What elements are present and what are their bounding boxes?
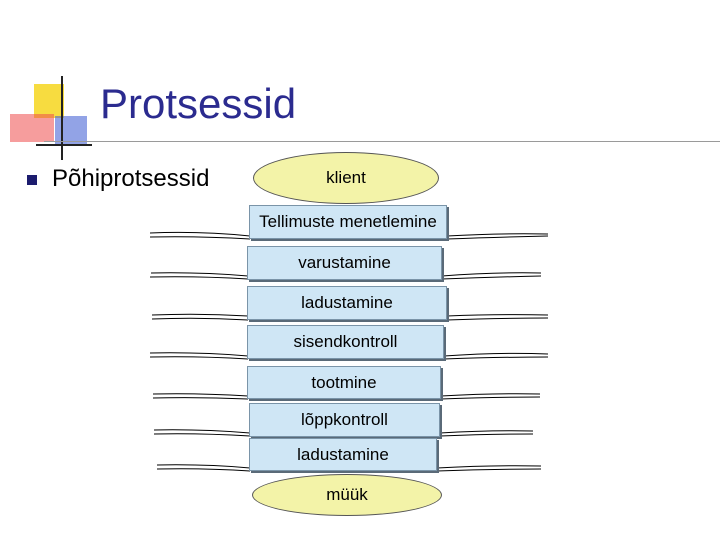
bullet-square-icon [27,175,37,185]
flow-start-klient: klient [253,152,439,204]
flow-step-storage-2: ladustamine [249,438,437,471]
slide-logo-icon [10,76,92,160]
slide-title: Protsessid [100,80,297,127]
flow-step-input-control: sisendkontroll [247,325,444,359]
flow-step-order-processing: Tellimuste menetlemine [249,205,447,239]
flow-step-production: tootmine [247,366,441,399]
flow-step-supply: varustamine [247,246,442,280]
flow-step-storage-1: ladustamine [247,286,447,320]
bullet-text: Põhiprotsessid [52,165,210,192]
flow-step-final-control: lõppkontroll [249,403,440,437]
flow-end-myyk: müük [252,474,442,516]
title-divider [44,141,720,142]
